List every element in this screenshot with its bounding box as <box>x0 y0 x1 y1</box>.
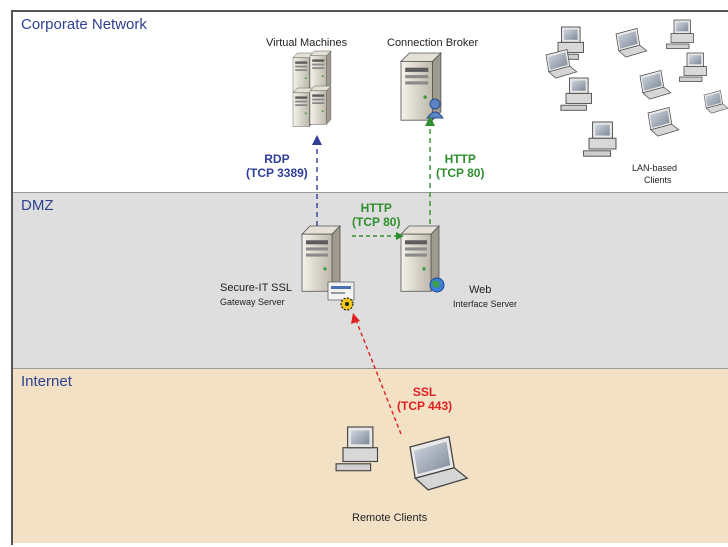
ssl-protocol-label: SSL (TCP 443) <box>397 385 452 413</box>
http-dmz-protocol-label: HTTP (TCP 80) <box>352 201 400 229</box>
gateway-server-label-2: Gateway Server <box>220 297 285 307</box>
http-dmz-link <box>352 232 404 240</box>
web-interface-server-icon <box>400 225 445 293</box>
http-dmz-protocol-port: (TCP 80) <box>352 215 401 229</box>
web-interface-label-1: Web <box>469 284 492 296</box>
http-dmz-protocol-name: HTTP <box>360 201 392 215</box>
web-interface-label-2: Interface Server <box>453 299 518 309</box>
http-broker-protocol-label: HTTP (TCP 80) <box>436 152 484 180</box>
gateway-server-label-1: Secure-IT SSL <box>220 282 292 294</box>
zone-title-internet: Internet <box>21 373 72 390</box>
diagram-frame <box>11 10 728 545</box>
remote-clients-icon <box>335 426 468 491</box>
lan-clients-label-1: LAN-based <box>632 163 678 173</box>
connection-broker-label: Connection Broker <box>387 37 479 49</box>
zone-title-dmz: DMZ <box>21 197 54 214</box>
rdp-protocol-port: (TCP 3389) <box>246 166 308 180</box>
connection-broker-server-icon <box>400 52 444 121</box>
virtual-machines-label: Virtual Machines <box>266 37 348 49</box>
gateway-server-icon <box>301 225 355 311</box>
lan-clients-icon <box>545 19 728 157</box>
http-broker-link <box>425 116 435 224</box>
ssl-protocol-name: SSL <box>412 385 437 399</box>
lan-clients-label-2: Clients <box>644 175 672 185</box>
http-broker-protocol-name: HTTP <box>444 152 476 166</box>
http-broker-protocol-port: (TCP 80) <box>436 166 485 180</box>
zone-corporate-network: Corporate Network <box>13 12 728 193</box>
rdp-protocol-label: RDP (TCP 3389) <box>246 152 308 180</box>
ssl-link <box>351 313 402 435</box>
ssl-protocol-port: (TCP 443) <box>397 399 453 413</box>
rdp-link <box>312 135 322 226</box>
virtual-machines-icon <box>292 50 332 127</box>
zone-dmz: DMZ <box>13 193 728 369</box>
rdp-protocol-name: RDP <box>264 152 290 166</box>
zone-title-corporate: Corporate Network <box>21 16 147 33</box>
remote-clients-label: Remote Clients <box>352 512 428 524</box>
